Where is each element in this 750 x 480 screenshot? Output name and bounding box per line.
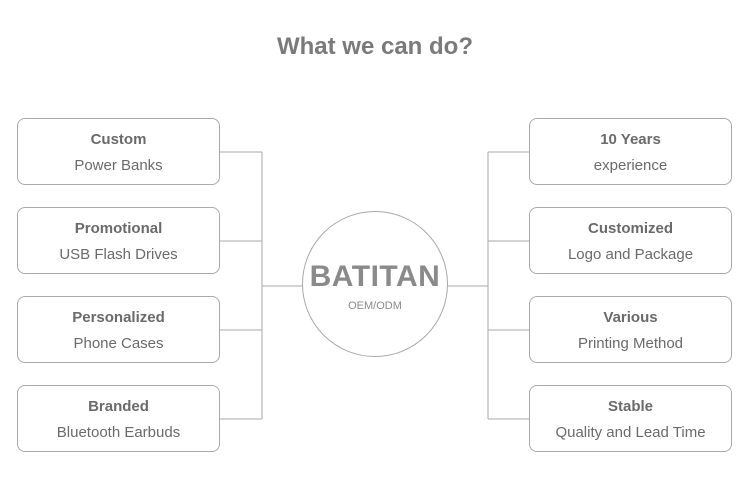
- right-box-2-heading: Customized: [587, 220, 673, 237]
- left-box-3: Personalized Phone Cases: [17, 296, 220, 363]
- left-box-1-text: Power Banks: [74, 157, 163, 174]
- right-box-1: 10 Years experience: [529, 118, 732, 185]
- left-box-4-text: Bluetooth Earbuds: [56, 424, 181, 441]
- right-box-3-heading: Various: [603, 309, 658, 326]
- brand-subtitle: OEM/ODM: [348, 300, 402, 312]
- brand-name: BATITAN: [309, 260, 441, 293]
- left-box-2: Promotional USB Flash Drives: [17, 207, 220, 274]
- left-box-3-heading: Personalized: [72, 309, 165, 326]
- left-box-4-heading: Branded: [88, 398, 149, 415]
- right-box-4-text: Quality and Lead Time: [555, 424, 706, 441]
- left-box-2-heading: Promotional: [74, 220, 163, 237]
- right-box-3-text: Printing Method: [577, 335, 684, 352]
- right-box-2: Customized Logo and Package: [529, 207, 732, 274]
- left-box-2-text: USB Flash Drives: [59, 246, 178, 263]
- center-circle: BATITAN OEM/ODM: [302, 211, 448, 357]
- right-box-1-text: experience: [593, 157, 668, 174]
- right-box-4: Stable Quality and Lead Time: [529, 385, 732, 452]
- left-box-1-heading: Custom: [90, 131, 147, 148]
- right-box-3: Various Printing Method: [529, 296, 732, 363]
- left-box-4: Branded Bluetooth Earbuds: [17, 385, 220, 452]
- right-box-4-heading: Stable: [607, 398, 653, 415]
- right-box-2-text: Logo and Package: [567, 246, 694, 263]
- page-title: What we can do?: [276, 33, 473, 60]
- left-box-3-text: Phone Cases: [73, 335, 164, 352]
- left-box-1: Custom Power Banks: [17, 118, 220, 185]
- right-box-1-heading: 10 Years: [600, 131, 661, 148]
